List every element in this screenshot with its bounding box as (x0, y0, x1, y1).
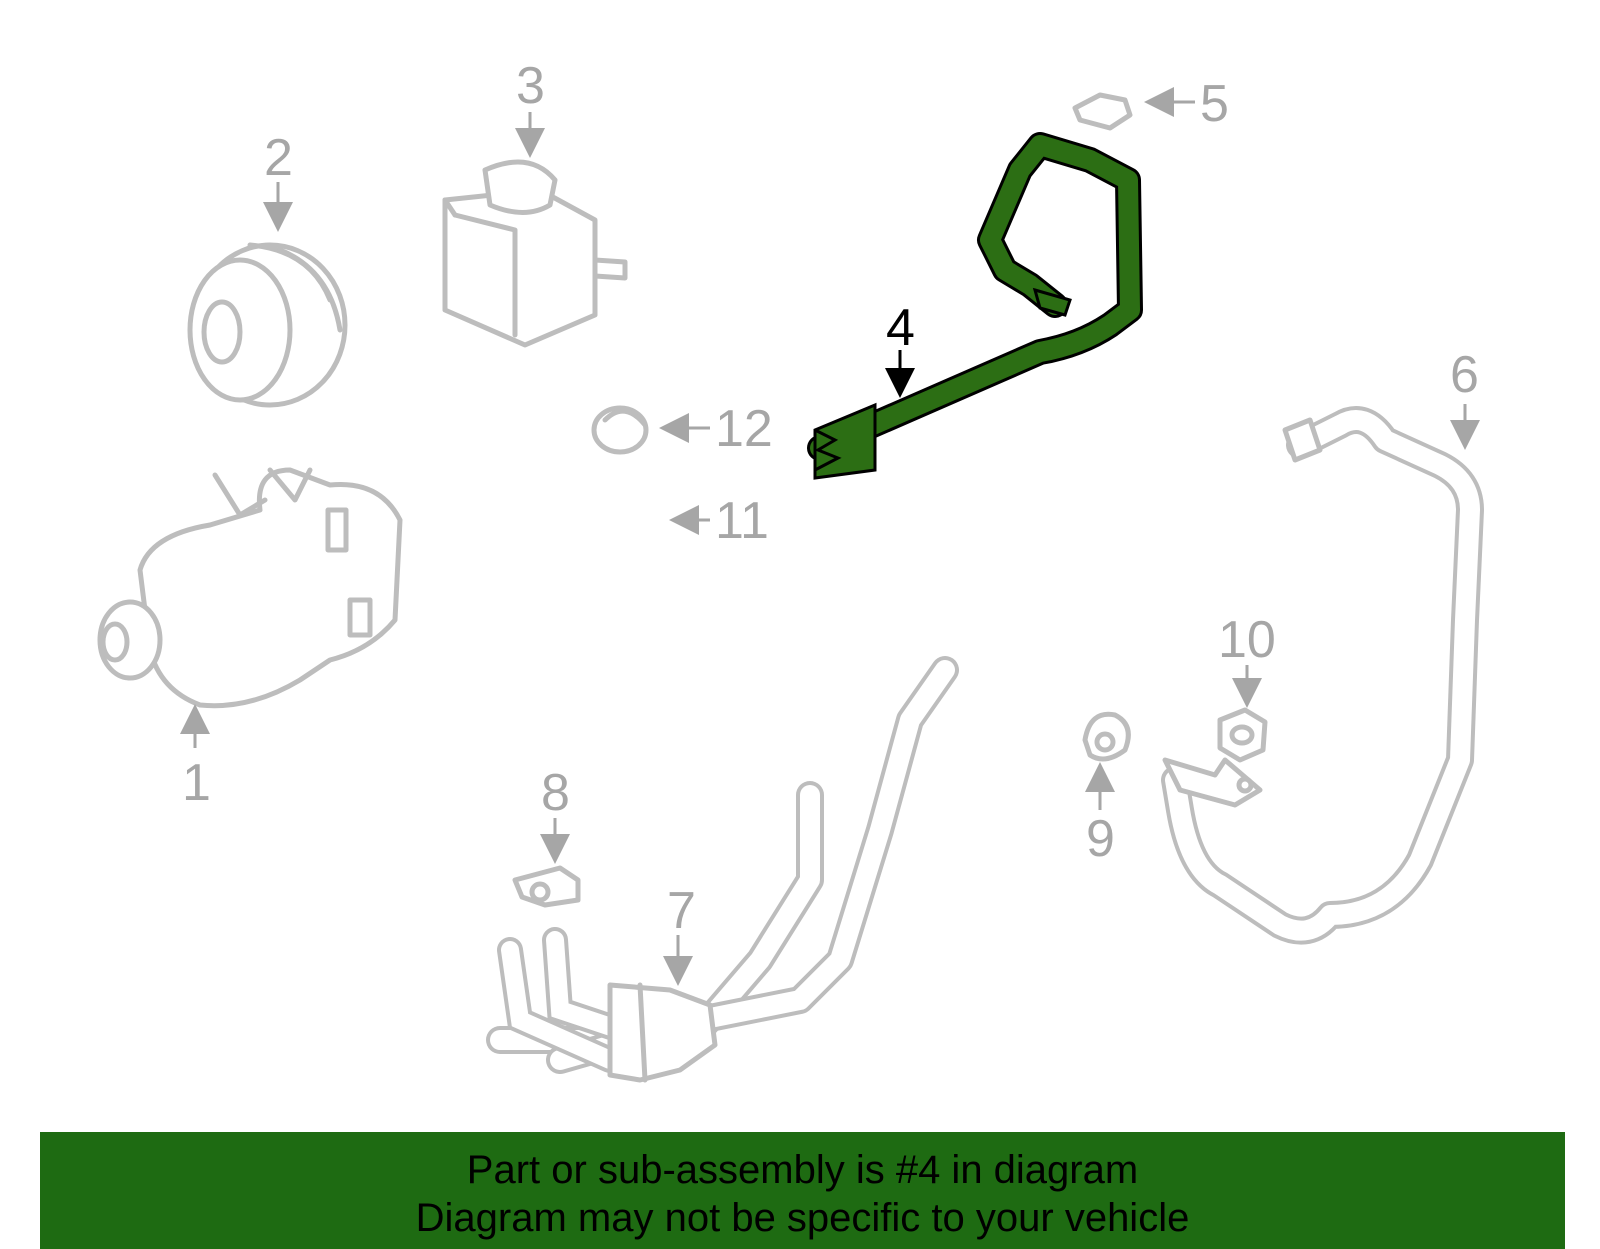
callout-8: 8 (541, 764, 570, 822)
info-banner: Part or sub-assembly is #4 in diagram Di… (40, 1132, 1565, 1249)
callout-5: 5 (1200, 75, 1229, 133)
leader-lines (180, 87, 1480, 986)
return-hose-part-6 (1161, 406, 1484, 945)
callout-11: 11 (715, 492, 769, 550)
callout-7: 7 (667, 882, 696, 940)
banner-line-1: Part or sub-assembly is #4 in diagram (466, 1148, 1139, 1192)
nut-part-10 (1217, 707, 1268, 763)
hose-part-11 (500, 475, 665, 556)
pulley-part (187, 242, 348, 408)
callout-3: 3 (516, 57, 545, 115)
callout-9: 9 (1086, 810, 1115, 868)
clamp-part-12 (591, 405, 649, 455)
callout-12: 12 (715, 400, 773, 458)
clip-part-5 (1072, 92, 1133, 131)
reservoir-part (442, 159, 628, 348)
clamp-part-8 (512, 865, 581, 908)
callout-1: 1 (182, 754, 211, 812)
pressure-line-part-4 (807, 132, 1143, 480)
callout-10: 10 (1218, 611, 1276, 669)
banner-line-2: Diagram may not be specific to your vehi… (415, 1196, 1190, 1240)
clamp-part-9 (1082, 711, 1131, 762)
callout-6: 6 (1450, 346, 1479, 404)
cooler-part-7 (486, 656, 959, 1083)
callout-2: 2 (264, 129, 293, 187)
pump-part (97, 467, 403, 709)
callout-4: 4 (886, 299, 915, 357)
